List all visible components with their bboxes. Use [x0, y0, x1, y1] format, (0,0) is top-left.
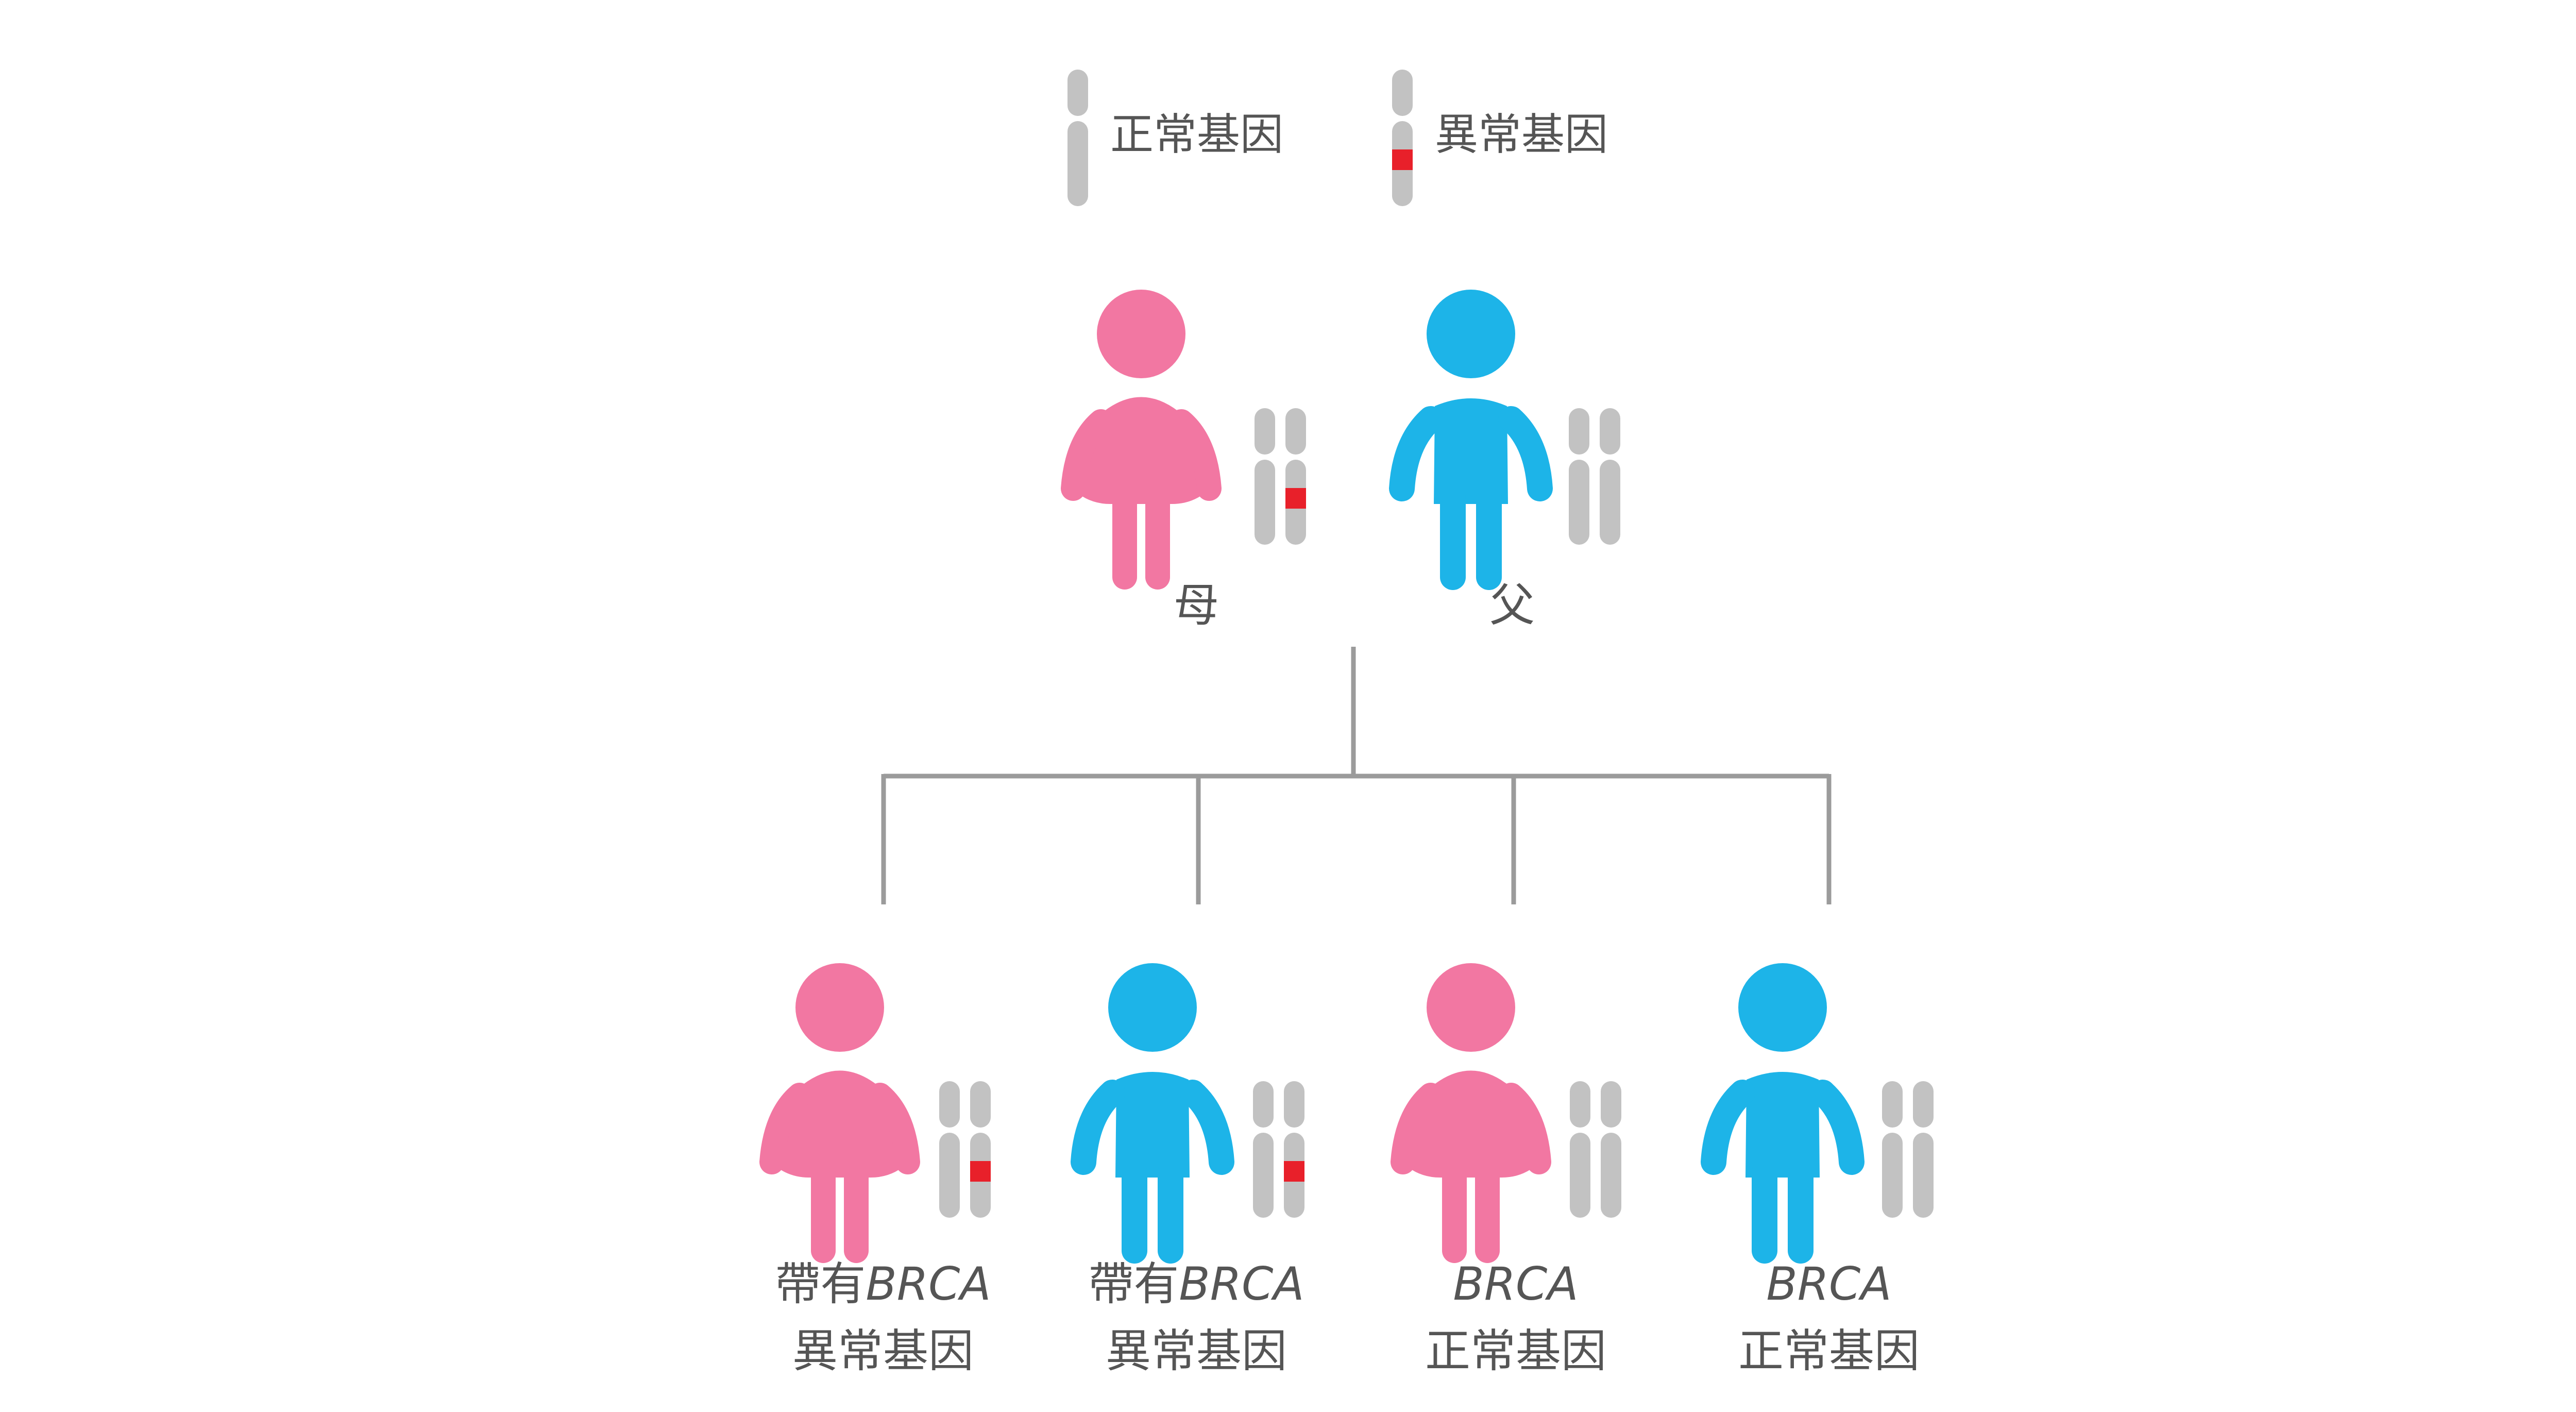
chromosome-right: [1284, 1081, 1304, 1218]
figure-part: [1108, 963, 1197, 1052]
figure-part: [759, 1083, 812, 1174]
figure-part: [1427, 963, 1515, 1052]
figure-part: [868, 1083, 920, 1174]
mutation-marker: [1284, 1161, 1304, 1182]
chromosome-right: [970, 1081, 991, 1218]
chromosome: [1067, 70, 1088, 206]
child-4: BRCA 正常基因: [1701, 963, 1934, 1377]
child-1-caption-line2: 異常基因: [792, 1324, 974, 1377]
chromosome-left: [1255, 408, 1275, 545]
chromosome-left: [1882, 1081, 1903, 1218]
figure-part: [1427, 290, 1515, 378]
child-3-caption-line1: BRCA: [1453, 1257, 1578, 1310]
figure-part: [1498, 406, 1553, 501]
figure-part: [1391, 1083, 1443, 1174]
child-1: 帶有BRCA 異常基因: [759, 963, 991, 1377]
child-3-chromosome-pair: [1570, 1081, 1621, 1218]
child-2: 帶有BRCA 異常基因: [1071, 963, 1304, 1377]
figure-part: [1701, 1080, 1755, 1175]
mutation-marker: [1285, 488, 1306, 509]
mother-label: 母: [1174, 579, 1219, 632]
child-4-chromosome-pair: [1882, 1081, 1934, 1218]
figure-part: [1499, 1083, 1551, 1174]
child-4-caption-line2: 正常基因: [1738, 1324, 1920, 1377]
legend-normal-label: 正常基因: [1110, 109, 1283, 160]
figure-part: [1434, 398, 1508, 504]
father-figure-icon: [1389, 290, 1553, 590]
figure-part: [1169, 409, 1222, 501]
legend-abnormal-chromosome-icon: [1392, 70, 1413, 206]
figure-part: [1097, 290, 1185, 378]
figure-part: [1180, 1080, 1234, 1175]
chromosome-left: [939, 1081, 960, 1218]
mutation-marker: [970, 1161, 991, 1182]
figure-part: [1745, 1072, 1820, 1178]
father-chromosome-pair: [1569, 408, 1620, 545]
child-2-caption-line1: 帶有BRCA: [1088, 1257, 1304, 1310]
chromosome-right: [1600, 408, 1620, 545]
chromosome-left: [1253, 1081, 1274, 1218]
child-3-caption-line2: 正常基因: [1425, 1324, 1606, 1377]
child-1-chromosome-pair: [939, 1081, 991, 1218]
chromosome-right: [1601, 1081, 1621, 1218]
figure-part: [1061, 409, 1113, 501]
chromosome-right: [1913, 1081, 1934, 1218]
mutation-marker: [1392, 149, 1413, 170]
child-4-figure-icon: [1701, 963, 1865, 1264]
child-3-figure-icon: [1391, 963, 1551, 1263]
chromosome-left: [1569, 408, 1589, 545]
child-2-caption-line2: 異常基因: [1106, 1324, 1287, 1377]
child-4-caption-line1: BRCA: [1766, 1257, 1891, 1310]
child-2-figure-icon: [1071, 963, 1234, 1264]
chromosome: [1392, 70, 1413, 206]
mother-chromosome-pair: [1255, 408, 1306, 545]
child-3: BRCA 正常基因: [1391, 963, 1621, 1377]
figure-part: [1738, 963, 1827, 1052]
legend: 正常基因 異常基因: [1067, 70, 1608, 206]
father-label: 父: [1489, 579, 1535, 632]
legend-abnormal-label: 異常基因: [1435, 109, 1608, 160]
child-1-figure-icon: [759, 963, 920, 1263]
parent-father: 父: [1389, 290, 1620, 632]
child-1-caption-line1: 帶有BRCA: [775, 1257, 991, 1310]
figure-part: [1115, 1072, 1190, 1178]
figure-part: [795, 963, 884, 1052]
parent-mother: 母: [1061, 290, 1306, 632]
figure-part: [1389, 406, 1444, 501]
figure-part: [1071, 1080, 1125, 1175]
chromosome-right: [1285, 408, 1306, 545]
chromosome-left: [1570, 1081, 1590, 1218]
mother-figure-icon: [1061, 290, 1222, 590]
legend-normal-chromosome-icon: [1067, 70, 1088, 206]
child-2-chromosome-pair: [1253, 1081, 1304, 1218]
family-tree-connector: [881, 647, 1832, 904]
figure-part: [1810, 1080, 1865, 1175]
